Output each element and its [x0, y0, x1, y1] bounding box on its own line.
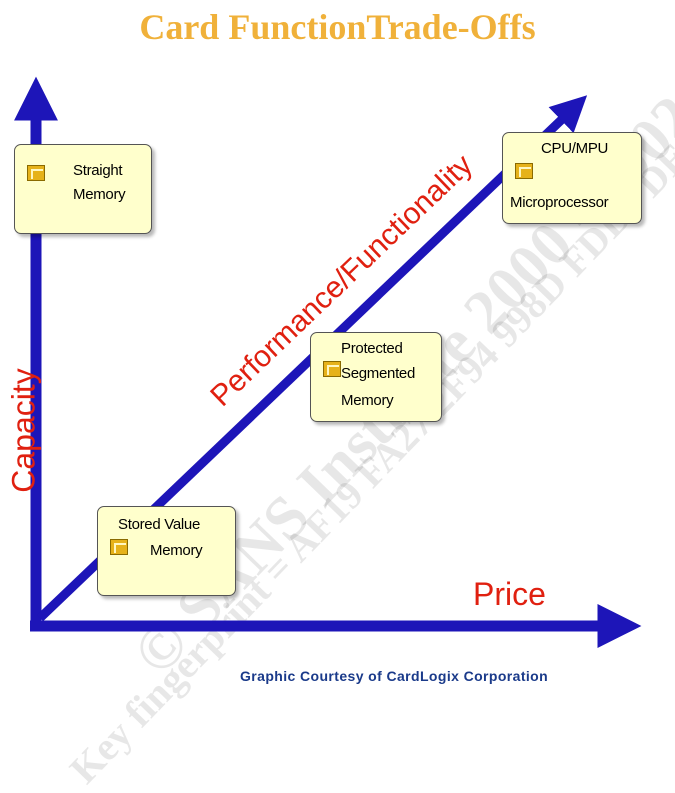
cpu-mpu-box: CPU/MPU Microprocessor — [502, 132, 642, 224]
box-label: Straight — [73, 162, 123, 179]
box-label: Protected — [341, 340, 403, 357]
price-axis-label: Price — [473, 576, 546, 612]
box-label: Stored Value — [118, 516, 201, 533]
box-label: CPU/MPU — [541, 140, 609, 157]
chip-icon — [110, 539, 128, 555]
box-label: Segmented — [341, 365, 416, 382]
image-credit: Graphic Courtesy of CardLogix Corporatio… — [240, 668, 549, 684]
chip-icon — [515, 163, 533, 179]
straight-memory-box: Straight Memory — [14, 144, 152, 234]
box-label: Microprocessor — [510, 194, 609, 211]
capacity-axis-label: Capacity — [5, 368, 42, 493]
box-label: Memory — [73, 186, 126, 203]
box-label: Memory — [150, 542, 203, 559]
box-label: Memory — [341, 392, 394, 409]
diagram-canvas: Card FunctionTrade-Offs © SANS Institute… — [5, 0, 675, 792]
chip-icon — [323, 361, 341, 377]
stored-value-memory-box: Stored Value Memory — [97, 506, 236, 596]
diagram-title: Card FunctionTrade-Offs — [139, 7, 536, 47]
chip-icon — [27, 165, 45, 181]
protected-segmented-memory-box: Protected Segmented Memory — [310, 332, 442, 422]
